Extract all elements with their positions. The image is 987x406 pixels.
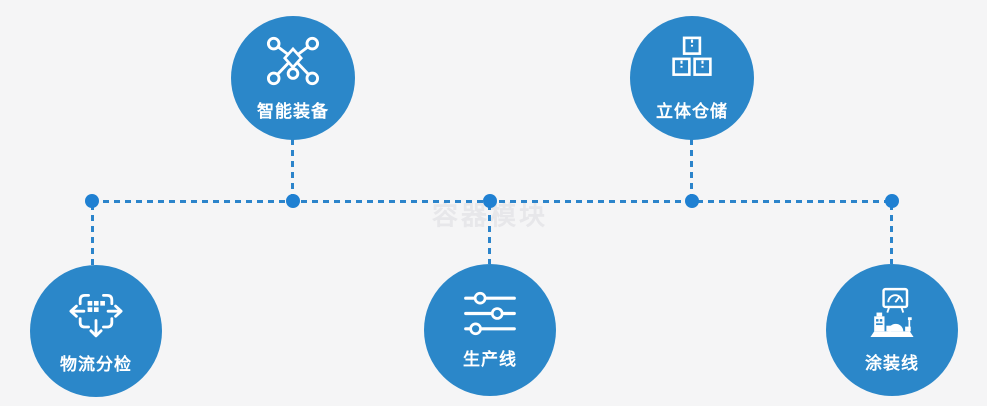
node-label: 智能装备 [257, 102, 329, 121]
node-label: 物流分检 [60, 355, 132, 374]
connector-smart-equipment [291, 139, 294, 200]
connector-cubic-warehouse [690, 139, 693, 200]
connector-logistics-sorting [91, 204, 94, 266]
node-painting-line[interactable]: 涂装线 [826, 264, 958, 396]
sliders-icon [461, 291, 519, 336]
connector-production-line [488, 204, 491, 264]
network-nodes-icon [262, 34, 324, 88]
distribute-arrows-icon [66, 287, 126, 341]
paint-machine-icon [862, 287, 922, 340]
node-cubic-warehouse[interactable]: 立体仓储 [630, 16, 754, 140]
connector-painting-line [890, 204, 893, 264]
node-label: 涂装线 [865, 353, 919, 373]
stacked-boxes-icon [664, 35, 720, 88]
node-label: 立体仓储 [656, 101, 728, 121]
junction-dot-production-line [483, 194, 497, 208]
node-logistics-sorting[interactable]: 物流分检 [30, 265, 162, 397]
node-label: 生产线 [463, 349, 517, 369]
junction-dot-logistics-sorting [85, 194, 99, 208]
junction-dot-cubic-warehouse [685, 194, 699, 208]
junction-dot-painting-line [885, 194, 899, 208]
junction-dot-smart-equipment [286, 194, 300, 208]
node-production-line[interactable]: 生产线 [424, 264, 556, 396]
node-smart-equipment[interactable]: 智能装备 [231, 16, 355, 140]
